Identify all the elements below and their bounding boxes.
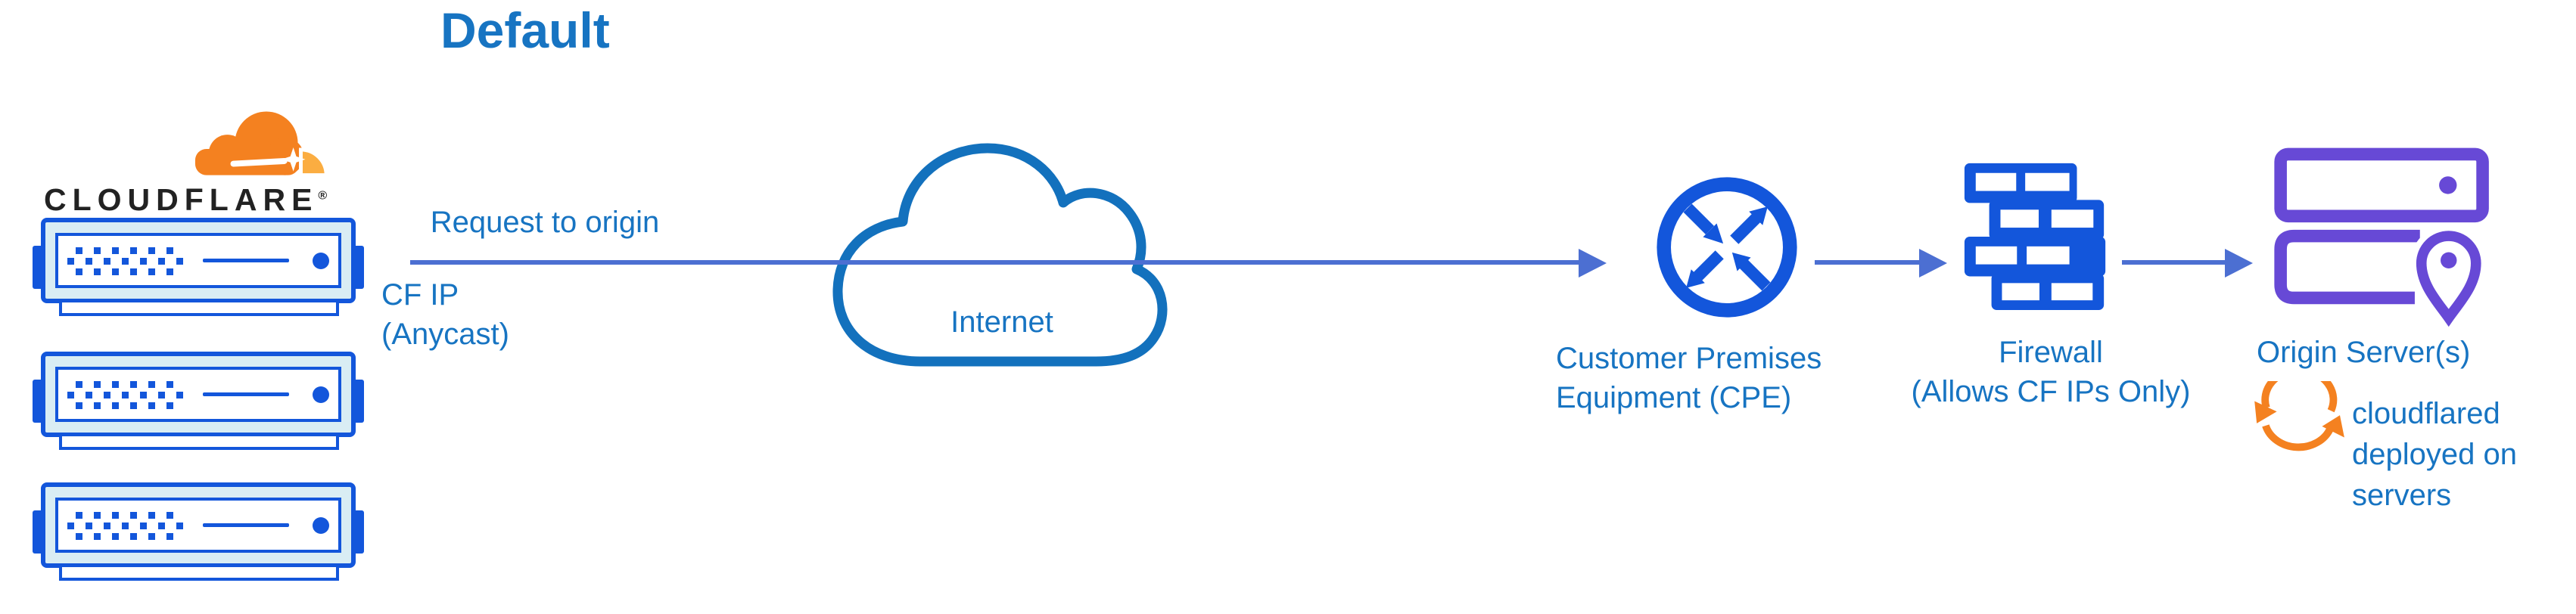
firewall-to-origin-line bbox=[2122, 260, 2225, 265]
firewall-to-origin-arrowhead bbox=[2225, 249, 2253, 278]
cloudflare-wordmark-text: CLOUDFLARE bbox=[44, 182, 319, 217]
origin-node bbox=[2270, 147, 2499, 331]
diagram-title: Default bbox=[440, 2, 610, 58]
internet-label: Internet bbox=[950, 305, 1053, 339]
firewall-node bbox=[1958, 154, 2116, 312]
firewall-label: Firewall (Allows CF IPs Only) bbox=[1869, 333, 2232, 411]
cloudflare-logo-icon bbox=[194, 111, 328, 178]
edge-server-1 bbox=[32, 218, 365, 317]
server-rack-icon bbox=[33, 482, 364, 581]
origin-label: Origin Server(s) bbox=[2257, 336, 2471, 369]
cloudflared-note-line1: cloudflared bbox=[2352, 397, 2500, 430]
brick-wall-icon bbox=[1964, 163, 2106, 311]
server-location-icon bbox=[2274, 147, 2489, 331]
cloudflared-note-line2: deployed on bbox=[2352, 438, 2517, 471]
anycast-line: (Anycast) bbox=[381, 318, 509, 351]
server-rack-icon bbox=[33, 218, 364, 316]
registered-trademark-symbol: ® bbox=[318, 189, 328, 203]
firewall-label-line1: Firewall bbox=[1999, 336, 2103, 369]
cloud-icon bbox=[832, 143, 1168, 367]
cpe-label: Customer Premises Equipment (CPE) bbox=[1556, 339, 1822, 417]
cpe-to-firewall-line bbox=[1815, 260, 1919, 265]
router-icon bbox=[1657, 177, 1797, 318]
cpe-label-line2: Equipment (CPE) bbox=[1556, 381, 1792, 414]
cloudflared-note-line3: servers bbox=[2352, 479, 2452, 512]
cf-ip-line: CF IP bbox=[381, 278, 459, 312]
internet-cloud bbox=[822, 109, 1182, 375]
cpe-label-line1: Customer Premises bbox=[1556, 342, 1822, 375]
request-caption: Request to origin bbox=[430, 206, 660, 239]
cf-ip-anycast-label: CF IP (Anycast) bbox=[381, 275, 509, 354]
sync-arrows-icon bbox=[2254, 381, 2344, 451]
cloudflare-wordmark: CLOUDFLARE® bbox=[44, 182, 327, 218]
cloudflared-sync-badge bbox=[2252, 381, 2349, 458]
cpe-to-firewall-arrowhead bbox=[1919, 249, 1947, 278]
cpe-node bbox=[1653, 173, 1801, 321]
cloudflare-cloud-logo bbox=[189, 107, 339, 182]
cloudflared-note: cloudflared deployed on servers bbox=[2352, 393, 2517, 516]
request-arrowhead bbox=[1579, 249, 1607, 278]
edge-server-3 bbox=[32, 482, 365, 581]
server-rack-icon bbox=[33, 352, 364, 450]
request-arrow-line bbox=[410, 260, 1580, 265]
edge-server-2 bbox=[32, 352, 365, 451]
firewall-label-line2: (Allows CF IPs Only) bbox=[1911, 375, 2191, 408]
